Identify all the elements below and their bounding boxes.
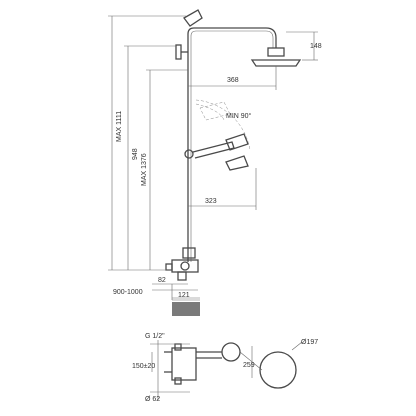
dim-dia-197: Ø197 — [301, 339, 318, 346]
dim-height-range: 900-1000 — [113, 289, 143, 296]
shower-head-icon — [250, 47, 302, 67]
dim-hand-reach: 323 — [205, 198, 217, 205]
dim-thread: G 1/2" — [145, 333, 165, 340]
dim-max-1111: MAX 1111 — [116, 111, 123, 142]
dim-arm-reach: 368 — [227, 77, 239, 84]
thermostatic-mixer-icon — [165, 247, 199, 281]
shower-arm — [187, 27, 277, 48]
plan-view — [150, 340, 303, 400]
dim-dia-62: Ø 62 — [145, 396, 160, 403]
wall-block — [172, 302, 200, 316]
wall-bracket-icon — [175, 44, 188, 60]
dim-dia-259: 259 — [243, 362, 255, 369]
hand-shower-holder-icon — [184, 133, 249, 171]
dim-offset: 82 — [158, 277, 166, 284]
elevation-view — [108, 9, 318, 316]
dim-max-1376: MAX 1376 — [141, 153, 148, 186]
dim-spacing: 150±20 — [132, 363, 155, 370]
dim-head-height: 148 — [310, 43, 322, 50]
knob-icon — [221, 342, 241, 362]
head-plan-icon — [259, 351, 297, 389]
dim-width: 121 — [178, 292, 190, 299]
dim-948: 948 — [132, 148, 139, 160]
diverter-knob-icon — [183, 9, 203, 27]
dim-min-angle: MIN 90° — [226, 112, 252, 120]
